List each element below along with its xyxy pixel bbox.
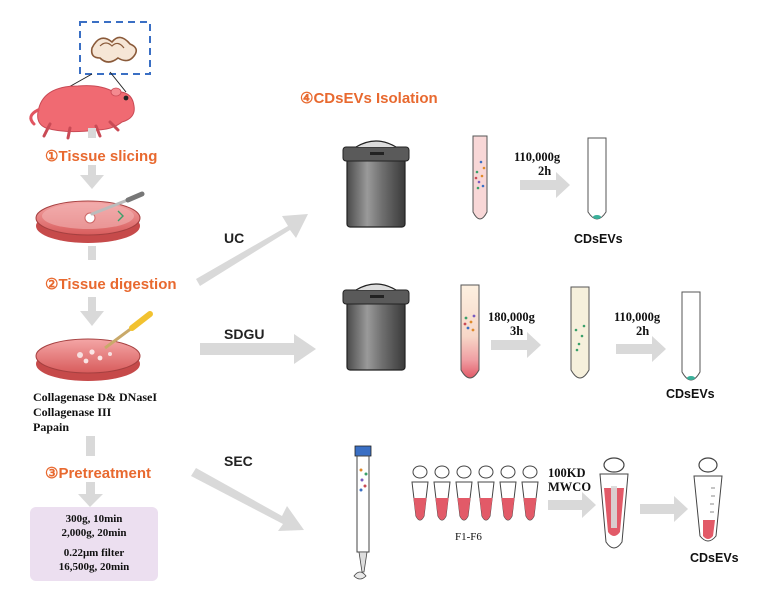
sdgu-product-label: CDsEVs bbox=[666, 387, 715, 401]
ultrafiltration-tube bbox=[599, 457, 629, 549]
pretreatment-conditions-box: 300g, 10min 2,000g, 20min 0.22μm filter … bbox=[30, 507, 158, 581]
tissue-inset-box bbox=[79, 21, 151, 75]
arrow-to-uc bbox=[196, 214, 308, 286]
down-arrow-3 bbox=[78, 436, 103, 507]
method-sec: SEC bbox=[224, 453, 253, 469]
tube-sdgu-product bbox=[681, 291, 701, 381]
sec-filter-label-1: 100KD bbox=[548, 466, 586, 480]
enzyme-2: Collagenase III bbox=[33, 405, 112, 419]
fraction-tube bbox=[433, 465, 451, 521]
arrow-sdgu-spin2 bbox=[616, 336, 666, 362]
down-arrow-1 bbox=[80, 128, 104, 189]
method-uc: UC bbox=[224, 230, 245, 246]
fraction-tube bbox=[455, 465, 473, 521]
sec-product-label: CDsEVs bbox=[690, 551, 739, 565]
method-sdgu: SDGU bbox=[224, 326, 265, 342]
mouse-icon bbox=[29, 71, 135, 140]
petri-dish-digestion bbox=[35, 311, 153, 381]
enzyme-3: Papain bbox=[33, 420, 70, 434]
pretreatment-condition: 300g, 10min bbox=[65, 513, 123, 525]
sec-filter-label-2: MWCO bbox=[548, 480, 592, 494]
step-tissue-digestion: ②Tissue digestion bbox=[45, 276, 177, 293]
step-pretreatment: ③Pretreatment bbox=[45, 465, 151, 482]
sdgu-spin-speed-1: 180,000g bbox=[488, 310, 535, 324]
centrifuge-sdgu bbox=[342, 283, 410, 371]
pretreatment-condition: 2,000g, 20min bbox=[61, 527, 127, 539]
fraction-tube bbox=[411, 465, 429, 521]
arrow-sec-ultrafilter bbox=[548, 492, 596, 518]
fraction-tubes bbox=[411, 465, 539, 521]
arrow-sdgu-spin1 bbox=[491, 332, 541, 358]
arrow-to-sec bbox=[191, 468, 304, 531]
fraction-tube bbox=[499, 465, 517, 521]
arrow-sec-product bbox=[640, 496, 688, 522]
arrow-to-sdgu bbox=[200, 334, 316, 364]
sdgu-spin-time-1: 3h bbox=[510, 324, 524, 338]
tube-sdgu-middle bbox=[570, 286, 590, 379]
pretreatment-condition: 0.22μm filter bbox=[63, 547, 125, 559]
enzyme-1: Collagenase D& DNaseI bbox=[33, 390, 157, 404]
uc-spin-speed: 110,000g bbox=[514, 150, 561, 164]
down-arrow-2 bbox=[80, 246, 104, 326]
sdgu-spin-speed-2: 110,000g bbox=[614, 310, 661, 324]
sdgu-spin-time-2: 2h bbox=[636, 324, 650, 338]
step-tissue-slicing: ①Tissue slicing bbox=[45, 148, 158, 165]
tube-uc-product bbox=[587, 137, 607, 220]
tube-sdgu-gradient bbox=[460, 284, 480, 379]
tube-sec-product bbox=[693, 457, 723, 542]
step-cdsevs-isolation: ④CDsEVs Isolation bbox=[300, 90, 438, 107]
uc-product-label: CDsEVs bbox=[574, 232, 623, 246]
sec-fractions-label: F1-F6 bbox=[455, 531, 482, 543]
petri-dish-slicing bbox=[35, 191, 145, 243]
centrifuge-uc bbox=[342, 140, 410, 228]
pretreatment-condition: 16,500g, 20min bbox=[58, 561, 130, 573]
tube-uc-sample bbox=[472, 135, 488, 220]
uc-spin-time: 2h bbox=[538, 164, 552, 178]
fraction-tube bbox=[521, 465, 539, 521]
sec-column bbox=[353, 445, 372, 580]
arrow-uc-spin bbox=[520, 172, 570, 198]
fraction-tube bbox=[477, 465, 495, 521]
